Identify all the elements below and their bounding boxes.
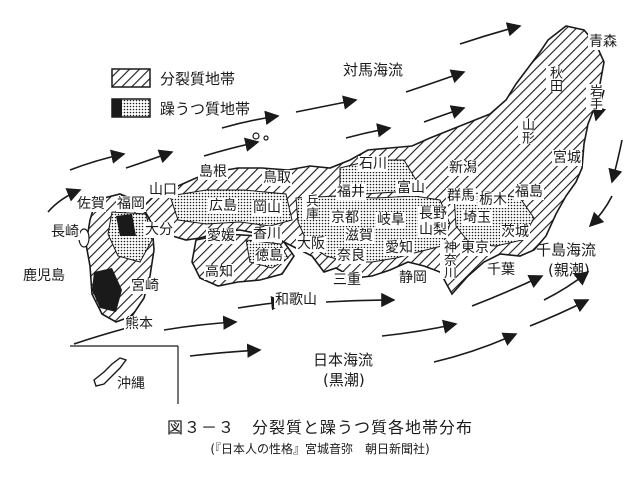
pref-label-yamagata: 山形 [518,118,534,144]
current-arrow [221,110,280,129]
current-arrow [381,319,458,337]
pref-label-tochigi: 栃木 [478,192,508,208]
pref-label-iwate: 岩手 [586,84,602,110]
current-arrow [433,332,518,363]
legend-label-schizoid: 分裂質地帯 [160,70,236,88]
current-label-nihonkai-alt: (黒潮) [322,371,366,389]
current-arrow [459,22,522,45]
pref-label-fukushima: 福島 [514,184,544,200]
pref-label-fukuoka: 福岡 [116,196,146,212]
pref-label-wakayama: 和歌山 [274,292,318,308]
current-arrow [47,188,82,213]
pref-label-yamanashi: 山梨 [418,222,448,238]
pref-label-miyagi: 宮城 [552,150,582,166]
pref-label-toyama: 富山 [396,180,426,196]
current-arrow [423,105,466,123]
pref-label-nara: 奈良 [336,248,366,264]
legend-swatch-hatch [111,68,151,88]
small-island [263,135,269,141]
pref-label-kagoshima: 鹿児島 [22,268,66,284]
pref-label-ibaraki: 茨城 [500,224,530,240]
okinawa-island [93,357,128,387]
pref-label-nagasaki: 長崎 [50,224,80,240]
pref-label-mie: 三重 [332,272,362,288]
pref-label-saga: 佐賀 [76,196,106,212]
current-arrow [203,137,260,157]
current-arrow [189,343,262,358]
current-arrow [163,315,238,331]
pref-label-tokushima: 徳島 [254,248,284,264]
pref-label-gunma: 群馬 [446,188,476,204]
current-label-tsushima: 対馬海流 [342,61,405,79]
pref-label-tokyo: 東京 [460,240,490,256]
pref-label-saitama: 埼玉 [462,210,492,226]
zone-dark-fukuoka [116,214,136,236]
pref-label-akita: 秋田 [546,66,562,92]
pref-label-shizuoka: 静岡 [398,270,428,286]
pref-label-osaka: 大阪 [296,236,326,252]
pref-label-fukui: 福井 [336,184,366,200]
current-arrow [69,149,126,171]
zone-dark-kagoshima [92,268,122,312]
pref-label-kochi: 高知 [204,264,234,280]
pref-label-miyazaki: 宮崎 [130,278,160,294]
pref-label-niigata: 新潟 [448,160,478,176]
current-arrow [295,95,358,113]
pref-label-ehime: 愛媛 [206,228,236,244]
current-label-chishima-alt: (親潮) [548,261,590,279]
small-island [252,132,260,140]
pref-label-okayama: 岡山 [252,200,282,216]
pref-label-aichi: 愛知 [384,240,414,256]
pref-label-kumamoto: 熊本 [124,316,154,332]
pref-label-kyoto: 京都 [330,210,360,226]
pref-label-hyogo: 兵庫 [302,194,318,220]
current-arrow [543,271,590,301]
current-arrow [345,123,392,139]
pref-label-ishikawa: 石川 [358,156,388,172]
pref-label-gifu: 岐阜 [376,212,406,228]
current-arrow [405,69,466,93]
pref-label-shimane: 島根 [198,164,228,180]
pref-label-okinawa: 沖縄 [116,376,146,392]
figure-source: (『日本人の性格』宮城音弥 朝日新聞社) [210,442,430,456]
pref-label-tottori: 鳥取 [262,170,292,186]
current-arrow [608,139,623,184]
current-arrow [529,299,590,327]
legend-label-manic-depressive: 躁うつ質地帯 [160,100,251,118]
pref-label-kagawa: 香川 [252,226,282,242]
pref-label-nagano: 長野 [418,206,448,222]
figure-caption: 図３－３ 分裂質と躁うつ質各地帯分布 [166,418,473,437]
pref-label-kanagawa: 神奈川 [440,240,456,279]
small-island [78,228,90,248]
pref-label-chiba: 千葉 [486,262,516,278]
pref-label-shiga: 滋賀 [344,228,374,244]
current-label-nihonkai: 日本海流 [312,351,375,369]
current-arrow [588,195,613,228]
pref-label-aomori: 青森 [588,34,618,50]
current-label-chishima: 千島海流 [536,241,597,259]
pref-label-yamaguchi: 山口 [148,182,178,198]
current-arrow [325,292,396,308]
pref-label-hiroshima: 広島 [208,198,238,214]
pref-label-oita: 大分 [144,222,174,238]
legend-swatch-dots-dark [112,99,122,117]
current-arrow [125,149,174,169]
current-arrow [471,274,544,307]
